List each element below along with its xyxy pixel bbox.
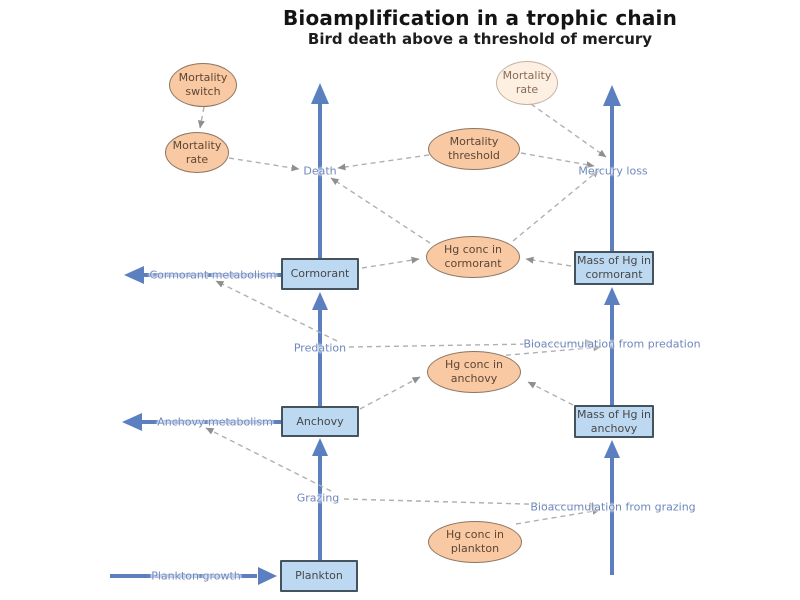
flow-label-predation: Predation [293,341,347,355]
predation-arrowhead-icon [312,292,328,310]
link-hg-conc-cormorant-to-mercury-loss [512,169,600,242]
link-hg-conc-cormorant-to-death [330,177,431,244]
aux-mortality-threshold[interactable]: Mortality threshold [428,128,520,170]
stock-plankton[interactable]: Plankton [280,560,358,592]
grazing-arrowhead-icon [312,438,328,456]
cormorant-metabolism-arrowhead-icon [124,266,144,284]
link-predation-to-cormorant-metabolism [215,280,338,342]
flow-label-mercury-loss: Mercury loss [578,164,648,178]
aux-hg-conc-cormorant[interactable]: Hg conc in cormorant [426,236,520,278]
link-grazing-to-anchovy-metabolism [205,427,332,492]
link-mortality-threshold-to-mercury-loss [520,152,595,169]
stock-anchovy[interactable]: Anchovy [281,406,359,437]
link-mass-hg-cormorant-to-hg-conc-cormorant [525,256,572,267]
flow-label-anchovy-metabolism: Anchovy metabolism [157,415,273,429]
flow-label-bioacc-grazing: Bioaccumulation from grazing [530,500,696,514]
flow-pipes [110,83,621,585]
aux-mortality-rate-ghost[interactable]: Mortality rate [496,61,558,105]
link-mortality-rate-ghost-to-mercury-loss [530,103,607,158]
flow-label-plankton-growth: Plankton growth [151,569,241,583]
link-anchovy-to-hg-conc-anchovy [359,376,421,410]
mercury-loss-arrowhead-icon [603,85,621,106]
aux-hg-conc-plankton[interactable]: Hg conc in plankton [428,521,522,563]
flow-label-bioacc-predation: Bioaccumulation from predation [523,337,701,351]
link-mortality-switch-to-mortality-rate [197,106,205,129]
death-flow-arrowhead-icon [311,83,329,104]
link-grazing-to-bioacc-grazing [343,498,598,510]
bioacc-predation-arrowhead-icon [604,287,620,305]
plankton-growth-arrowhead-icon [258,567,277,585]
link-mortality-threshold-to-death [337,154,430,171]
stock-mass-hg-cormorant[interactable]: Mass of Hg in cormorant [574,251,654,285]
aux-mortality-switch[interactable]: Mortality switch [169,63,237,107]
aux-mortality-rate[interactable]: Mortality rate [165,132,229,173]
diagram-title: Bioamplification in a trophic chain [282,6,678,30]
anchovy-metabolism-arrowhead-icon [122,413,142,431]
flow-label-cormorant-metabolism: Cormorant metabolism [149,268,277,282]
link-predation-to-bioacc-predation [348,339,595,348]
bioacc-grazing-arrowhead-icon [604,440,620,458]
aux-hg-conc-anchovy[interactable]: Hg conc in anchovy [427,351,521,393]
stock-mass-hg-anchovy[interactable]: Mass of Hg in anchovy [574,405,654,438]
flow-label-grazing: Grazing [296,491,340,505]
link-cormorant-to-hg-conc-cormorant [361,256,420,269]
link-mass-hg-anchovy-to-hg-conc-anchovy [527,381,574,406]
flow-label-death: Death [303,164,337,178]
influence-links [197,103,607,525]
link-mortality-rate-to-death [228,157,300,172]
stock-cormorant[interactable]: Cormorant [281,258,359,290]
diagram-subtitle: Bird death above a threshold of mercury [307,30,653,48]
